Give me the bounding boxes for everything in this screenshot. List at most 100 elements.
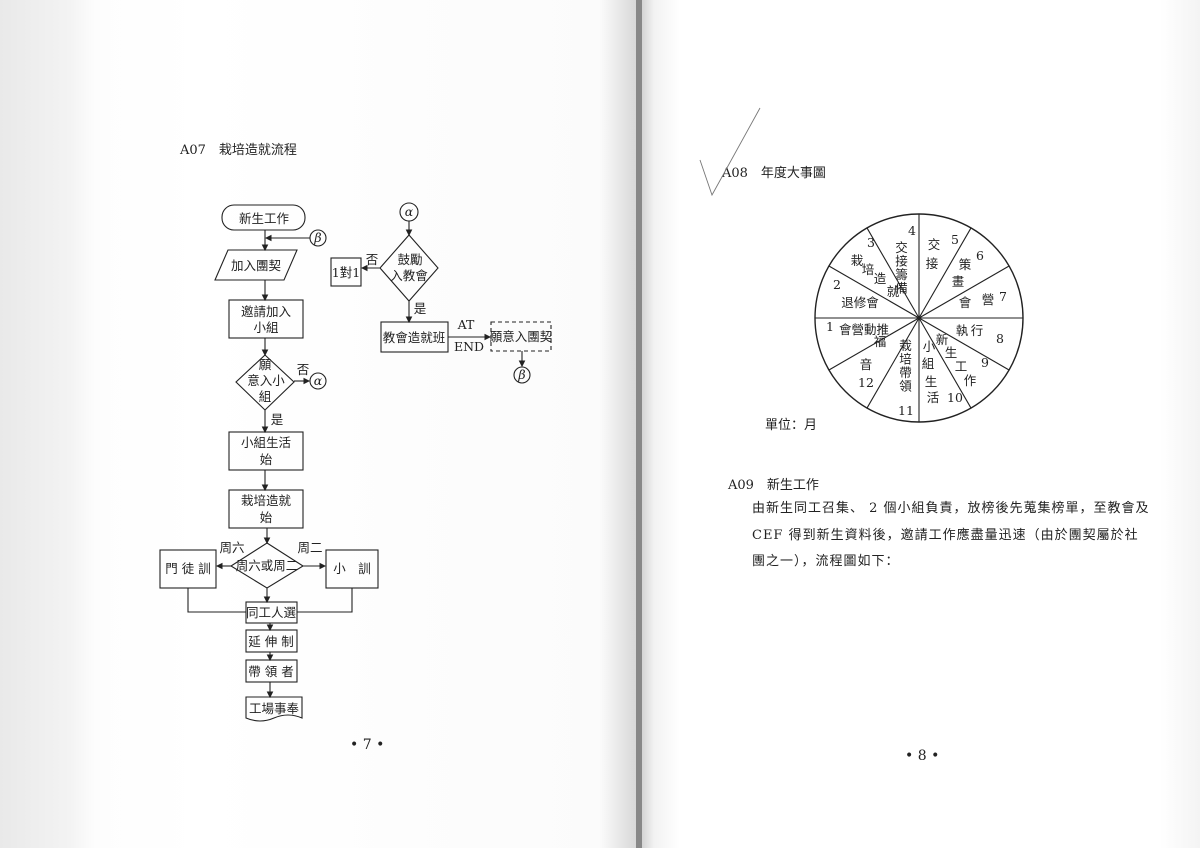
wheel-sector-char: 工 xyxy=(955,359,968,374)
wheel-sector-char: 組 xyxy=(922,356,935,371)
yes-label-2: 是 xyxy=(414,301,427,316)
coworker-label: 同工人選 xyxy=(246,605,297,620)
join-parallelogram xyxy=(214,249,298,281)
connector-alpha xyxy=(309,372,327,390)
month-number: 10 xyxy=(947,390,963,405)
wheel-sector-4: 交接籌備 xyxy=(893,241,908,295)
ministry-document xyxy=(245,696,303,722)
wheel-sector-char: 培 xyxy=(862,262,875,277)
wheel-sector-7: 會營 xyxy=(959,292,995,310)
wheel-sector-char: 生 xyxy=(945,345,958,360)
page-number-8: • 8 • xyxy=(905,748,940,764)
wheel-sector-12: 福音 xyxy=(860,334,887,372)
wheel-sector-10: 小組生活 xyxy=(922,339,940,405)
section-heading-a07: A07 栽培造就流程 xyxy=(180,143,297,158)
wheel-sector-char: 會 xyxy=(959,295,972,310)
one-on-one-box xyxy=(330,257,362,287)
invite-label: 小組 xyxy=(253,320,278,335)
leader-label: 帶 領 者 xyxy=(248,664,293,679)
extension-box xyxy=(245,629,298,653)
wheel-sector-char: 營 xyxy=(982,292,995,307)
wheel-sector-char: 交 xyxy=(928,237,941,252)
beta-label: β xyxy=(313,230,321,245)
month-number: 5 xyxy=(951,232,959,247)
wheel-sector-char: 接 xyxy=(926,256,939,271)
month-number: 8 xyxy=(996,331,1004,346)
page-number-7: • 7 • xyxy=(350,737,385,753)
small-training-label: 小 訓 xyxy=(333,561,371,576)
alpha-label-2: α xyxy=(405,204,414,219)
one-on-one-label: 1對1 xyxy=(332,265,360,280)
month-number: 7 xyxy=(999,289,1007,304)
leader-box xyxy=(245,659,298,683)
paragraph-line: 團之一），流程圖如下： xyxy=(752,554,900,569)
coworker-box xyxy=(245,601,298,624)
start-label: 新生工作 xyxy=(239,211,290,226)
month-number: 6 xyxy=(976,248,984,263)
check-mark xyxy=(699,107,761,197)
decision-church-label: 入教會 xyxy=(390,268,428,283)
decision-group-label: 願 xyxy=(259,357,272,372)
alpha-label: α xyxy=(314,373,323,388)
wheel-sector-3: 栽培造就 xyxy=(851,253,900,299)
month-number: 3 xyxy=(867,235,875,250)
month-number: 11 xyxy=(898,403,914,418)
wheel-sector-char: 音 xyxy=(860,357,873,372)
wheel-divider xyxy=(866,227,920,319)
wheel-divider xyxy=(918,317,1010,371)
decision-group-label: 組 xyxy=(259,389,272,404)
wheel-sector-2: 退修會 xyxy=(841,295,879,310)
month-number: 1 xyxy=(826,319,834,334)
at-label: AT xyxy=(457,317,475,332)
willing-join-box xyxy=(490,321,552,352)
invite-label: 邀請加入 xyxy=(241,304,292,319)
start-terminal xyxy=(221,204,306,231)
wheel-sector-char: 小 xyxy=(923,339,936,354)
wheel-sector-6: 策畫 xyxy=(952,257,972,289)
wheel-sector-8: 執行 xyxy=(956,323,984,338)
discipleship-label: 門 徒 訓 xyxy=(165,561,210,576)
paragraph-line: CEF 得到新生資料後，邀請工作應盡量迅速（由於團契屬於社 xyxy=(752,528,1139,543)
yes-label: 是 xyxy=(271,412,284,427)
wheel-sector-char: 新 xyxy=(936,332,949,347)
wheel-sector-char: 執 xyxy=(956,323,969,338)
wheel-sector-char: 栽 xyxy=(851,253,864,268)
wheel-sector-char: 活 xyxy=(927,390,940,405)
beta-label-2: β xyxy=(517,367,525,382)
wheel-divider xyxy=(828,317,920,371)
wheel-sector-char: 策 xyxy=(959,257,972,272)
no-label-2: 否 xyxy=(366,252,379,267)
wheel-sector-1: 會營動推 xyxy=(839,322,889,337)
book-gutter xyxy=(636,0,642,848)
church-class-label: 教會造就班 xyxy=(383,330,446,345)
join-label: 加入團契 xyxy=(231,258,282,273)
wheel-sector-char: 畫 xyxy=(952,274,965,289)
saturday-label: 周六 xyxy=(219,540,244,555)
nurture-label: 栽培造就 xyxy=(241,493,292,508)
nurture-label: 始 xyxy=(260,510,273,525)
decision-group-label: 意入小 xyxy=(247,373,285,388)
paragraph-line: 由新生同工召集、 2 個小組負責，放榜後先蒐集榜單，至教會及 xyxy=(752,501,1150,516)
extension-label: 延 伸 制 xyxy=(248,634,293,649)
ministry-label: 工場事奉 xyxy=(249,701,300,716)
connector-beta-2 xyxy=(513,366,531,384)
month-number: 4 xyxy=(908,223,916,238)
nurture-box xyxy=(228,489,304,529)
invite-box xyxy=(228,299,304,339)
group-life-label: 始 xyxy=(260,452,273,467)
wheel-sector-char: 福 xyxy=(874,334,887,349)
decision-day-label: 周六或周二 xyxy=(236,558,299,573)
wheel-divider xyxy=(866,317,920,409)
wheel-divider xyxy=(918,317,972,409)
left-page xyxy=(0,0,640,848)
wheel-sector-char: 就 xyxy=(887,284,900,299)
month-number: 9 xyxy=(981,355,989,370)
wheel-sector-char: 行 xyxy=(971,323,984,338)
tuesday-label: 周二 xyxy=(297,540,322,555)
wheel-divider xyxy=(828,265,920,319)
section-heading-a08: A08 年度大事圖 xyxy=(722,166,826,181)
right-page xyxy=(640,0,1200,848)
month-number: 12 xyxy=(858,375,874,390)
group-life-label: 小組生活 xyxy=(241,435,291,450)
